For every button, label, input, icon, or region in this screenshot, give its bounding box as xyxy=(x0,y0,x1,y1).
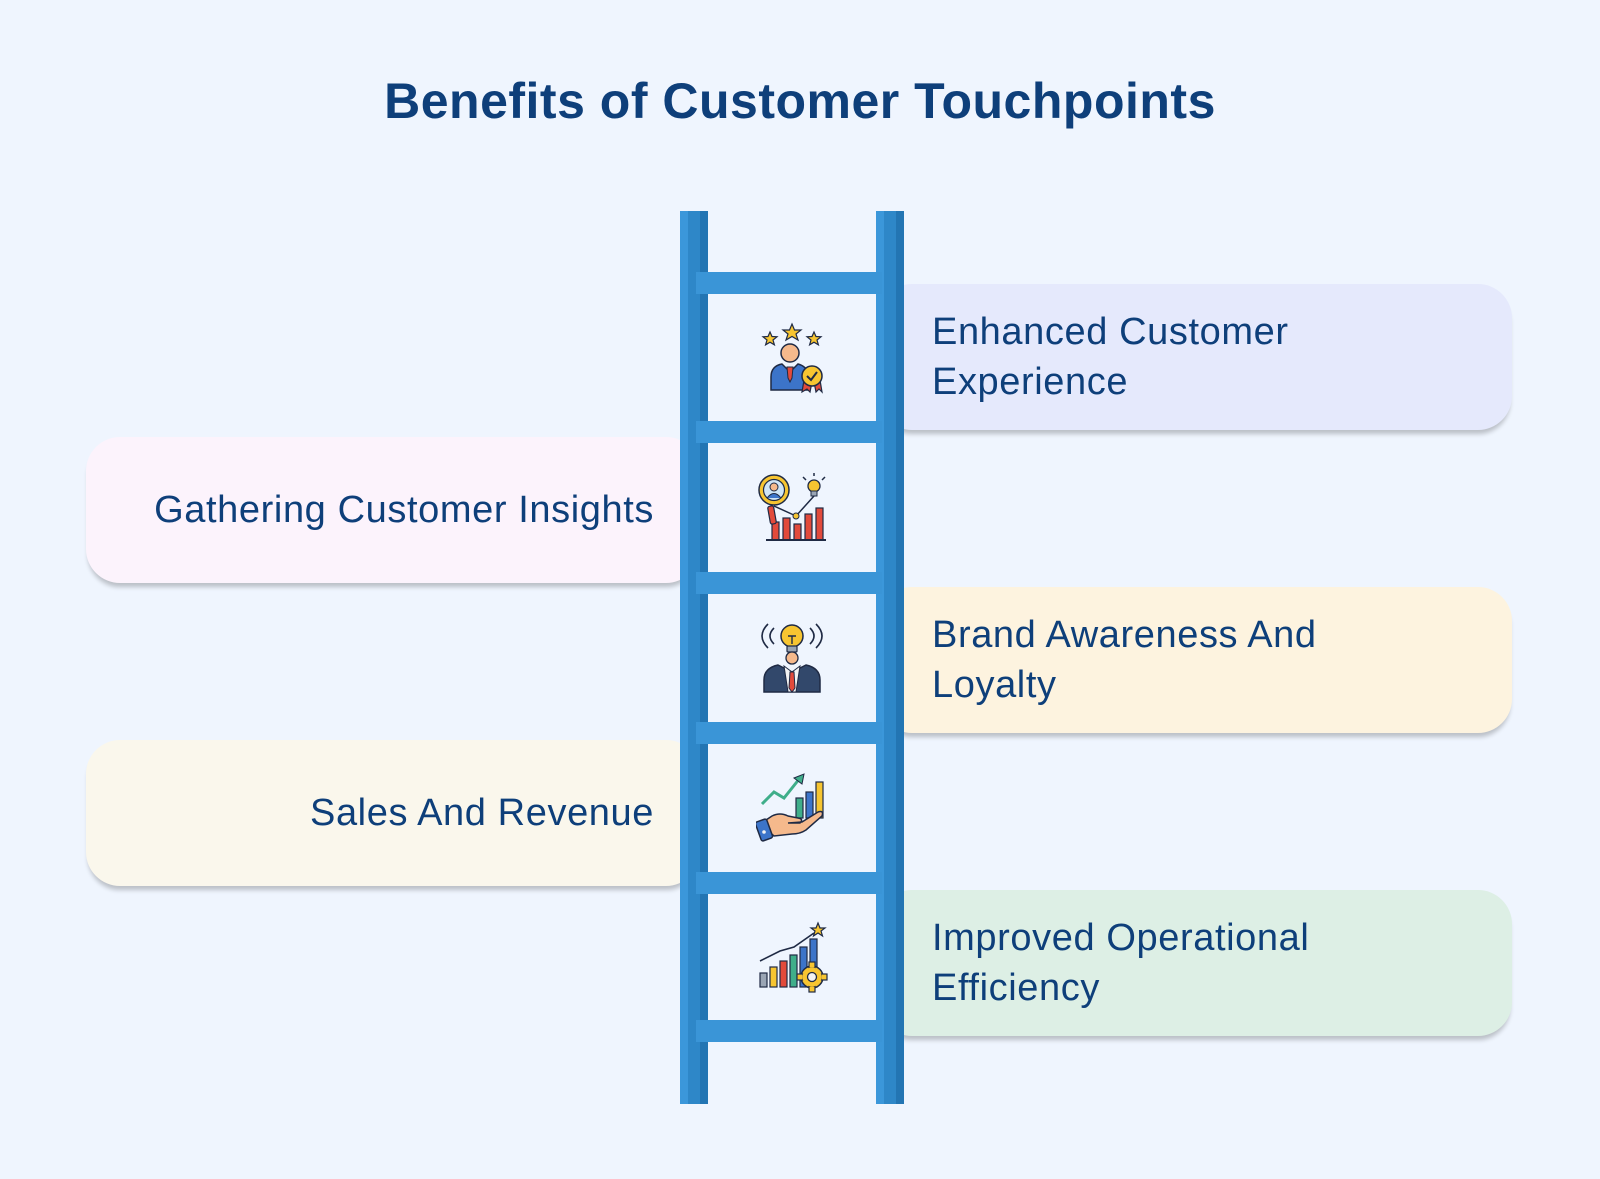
card-label: Enhanced Customer Experience xyxy=(932,311,1289,403)
sales-growth-hand-icon xyxy=(708,744,876,872)
ladder-rung xyxy=(696,421,882,443)
ladder-rung xyxy=(696,722,882,744)
card-label: Sales And Revenue xyxy=(310,792,654,834)
ladder-right-rail xyxy=(876,211,904,1104)
card-label: Brand Awareness And Loyalty xyxy=(932,614,1317,706)
card-label: Improved Operational Efficiency xyxy=(932,917,1310,1009)
ladder-rung xyxy=(696,1020,882,1042)
ladder-rung xyxy=(696,872,882,894)
card-sales-and-revenue: Sales And Revenue xyxy=(86,740,700,886)
operational-efficiency-chart-gear-icon xyxy=(708,894,876,1020)
card-gathering-customer-insights: Gathering Customer Insights xyxy=(86,437,700,583)
card-label: Gathering Customer Insights xyxy=(154,489,654,531)
page-title: Benefits of Customer Touchpoints xyxy=(384,73,1216,129)
brand-awareness-lightbulb-icon xyxy=(708,594,876,722)
ladder-rung xyxy=(696,272,882,294)
card-improved-operational-efficiency: Improved Operational Efficiency xyxy=(878,890,1512,1036)
customer-insights-analytics-icon xyxy=(708,443,876,572)
card-enhanced-customer-experience: Enhanced Customer Experience xyxy=(878,284,1512,430)
ladder-rung xyxy=(696,572,882,594)
customer-satisfaction-award-icon xyxy=(708,294,876,421)
card-brand-awareness-and-loyalty: Brand Awareness And Loyalty xyxy=(878,587,1512,733)
ladder-left-rail xyxy=(680,211,708,1104)
